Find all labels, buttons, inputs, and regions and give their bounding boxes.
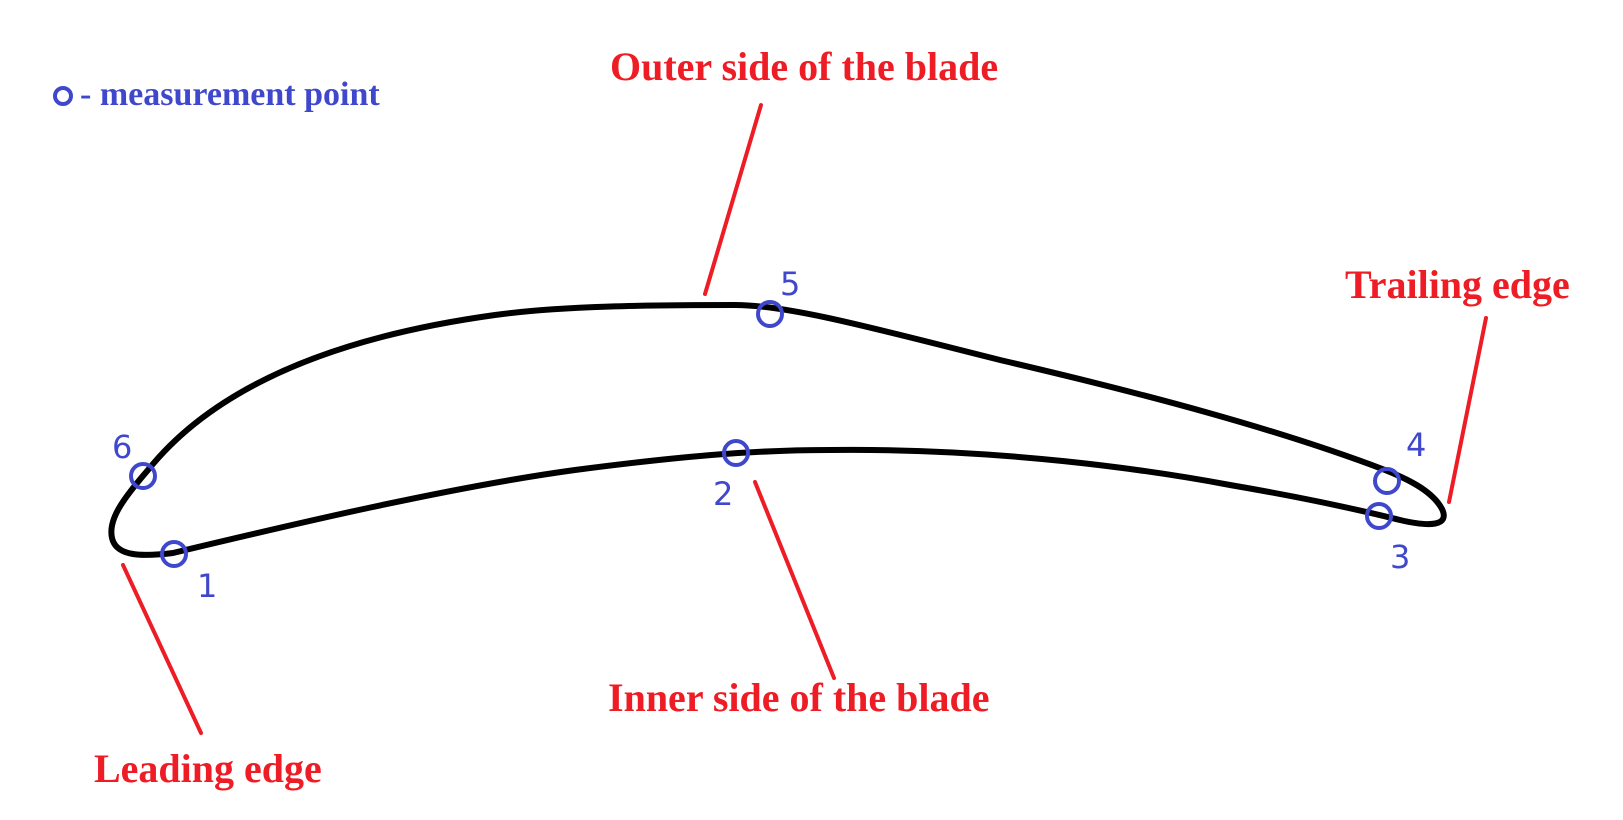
point-number-5: 5	[780, 265, 800, 303]
measurement-point-numbers: 1 2 3 4 5 6	[112, 265, 1426, 605]
leading-leader-line	[121, 563, 203, 735]
measurement-point-2-icon	[722, 439, 750, 467]
inner-leader-line	[753, 480, 836, 680]
measurement-points	[129, 300, 1401, 568]
leading-edge-label: Leading edge	[94, 746, 322, 791]
inner-side-label: Inner side of the blade	[608, 675, 990, 720]
outer-leader-line	[703, 103, 763, 296]
blade-outline	[108, 302, 1447, 558]
point-number-6: 6	[112, 428, 132, 466]
point-number-3: 3	[1390, 538, 1410, 576]
point-number-2: 2	[713, 475, 733, 513]
legend-measurement-point-icon	[53, 86, 73, 106]
trailing-leader-line	[1447, 316, 1488, 504]
trailing-edge-label: Trailing edge	[1345, 262, 1570, 307]
measurement-point-5-icon	[756, 300, 784, 328]
point-number-1: 1	[197, 567, 217, 605]
legend: - measurement point	[53, 76, 380, 113]
legend-text: - measurement point	[80, 76, 380, 113]
outer-side-label: Outer side of the blade	[610, 44, 998, 89]
measurement-point-4-icon	[1373, 467, 1401, 495]
leader-lines	[121, 103, 1488, 735]
point-number-4: 4	[1406, 426, 1426, 464]
measurement-point-6-icon	[129, 462, 157, 490]
measurement-point-1-icon	[160, 540, 188, 568]
measurement-point-3-icon	[1365, 502, 1393, 530]
